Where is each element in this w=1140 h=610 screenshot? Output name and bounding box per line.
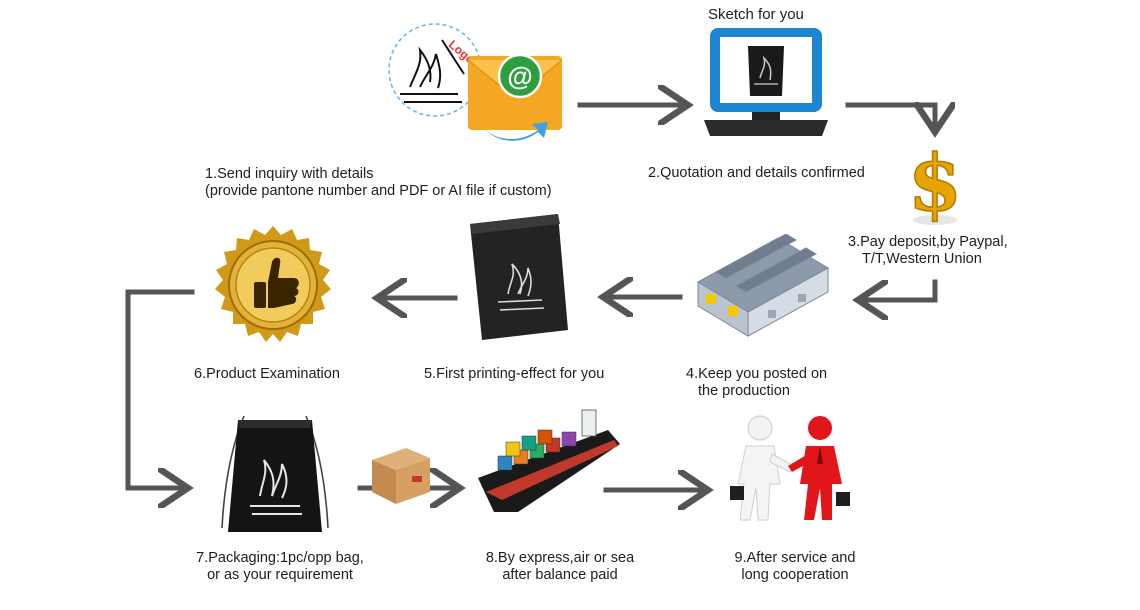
- dollar-icon: $: [907, 138, 963, 228]
- step-3-label-line-1: 3.Pay deposit,by Paypal,: [848, 234, 1008, 250]
- red-figure: [788, 416, 850, 520]
- sketch-bag: [748, 46, 784, 96]
- step-2-caption: 2.Quotation and details confirmed: [648, 165, 865, 182]
- email-at-symbol: @: [507, 61, 532, 91]
- step-7-label-line-2: or as your requirement: [207, 567, 353, 583]
- factory-icon: [696, 234, 830, 337]
- step-9-label-line-1: 9.After service and: [734, 550, 856, 566]
- envelope: @: [467, 53, 563, 141]
- step-9-caption: 9.After service and long cooperation: [710, 550, 880, 584]
- step-4-label-line-2: the production: [698, 383, 790, 399]
- arrow-3-to-4: [858, 279, 938, 300]
- step-8-caption: 8.By express,air or sea after balance pa…: [470, 550, 650, 584]
- step-1-label-line-2: (provide pantone number and PDF or AI fi…: [205, 183, 552, 199]
- handshake-icon: [730, 415, 850, 521]
- parcel-box: [372, 448, 430, 504]
- white-figure: [730, 415, 795, 521]
- arrow-2-to-3: [845, 105, 935, 132]
- step-4-label-line-1: 4.Keep you posted on: [686, 366, 828, 382]
- sketch-header: Sketch for you: [708, 6, 804, 23]
- step-8-label-line-2: after balance paid: [502, 567, 618, 583]
- step-6-label-line-1: 6.Product Examination: [194, 366, 340, 382]
- cargo-ship: [478, 409, 620, 512]
- step-3-label-line-2: T/T,Western Union: [862, 251, 982, 267]
- step-1-label-line-1: 1.Send inquiry with details: [205, 166, 374, 182]
- email-logo-icon: Logo @: [388, 23, 563, 141]
- dollar-symbol: $: [908, 138, 962, 228]
- step-5-label-line-1: 5.First printing-effect for you: [424, 366, 605, 382]
- step-7-label-line-1: 7.Packaging:1pc/opp bag,: [196, 550, 364, 566]
- step-4-caption: 4.Keep you posted on the production: [686, 366, 827, 400]
- step-9-label-line-2: long cooperation: [741, 567, 849, 583]
- step-7-caption: 7.Packaging:1pc/opp bag, or as your requ…: [190, 550, 370, 584]
- step-6-caption: 6.Product Examination: [194, 366, 340, 383]
- step-5-caption: 5.First printing-effect for you: [424, 366, 604, 383]
- step-3-caption: 3.Pay deposit,by Paypal, T/T,Western Uni…: [848, 234, 1008, 268]
- step-1-caption: 1.Send inquiry with details (provide pan…: [205, 166, 552, 200]
- parcel-and-ship-icon: [372, 409, 620, 512]
- printed-fabric-icon: [470, 214, 568, 340]
- laptop-sketch-icon: [704, 28, 828, 136]
- step-8-label-line-1: 8.By express,air or sea: [485, 550, 635, 566]
- step-2-label-line-1: 2.Quotation and details confirmed: [648, 165, 865, 181]
- arrow-6-to-7: [125, 289, 195, 488]
- approval-seal-icon: [215, 226, 331, 342]
- drawstring-bag-icon: [221, 415, 329, 532]
